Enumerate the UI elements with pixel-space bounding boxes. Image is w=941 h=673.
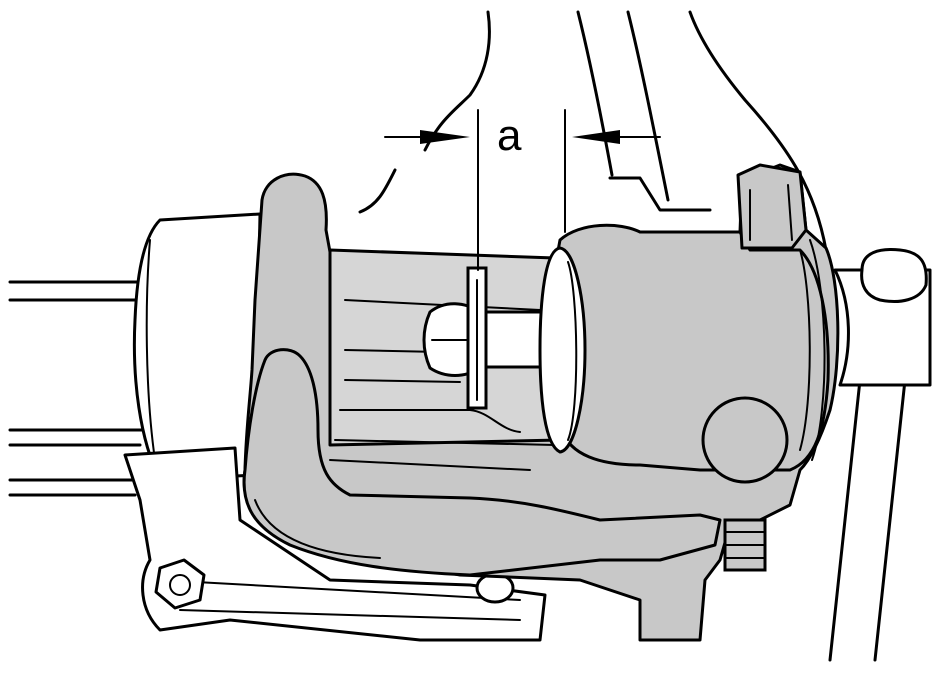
caliper-bracket (123, 446, 547, 642)
axle-shaft (8, 280, 162, 497)
dimension-a: a (384, 109, 661, 271)
shaft-stub (833, 248, 932, 387)
carrier-hook (242, 348, 722, 577)
measuring-gauge (466, 266, 488, 410)
bracket-bolt-left (154, 558, 206, 610)
cylinder-boss (701, 396, 789, 484)
caliper-ear (736, 163, 808, 250)
knuckle-outline (358, 10, 907, 662)
hub-housing (132, 212, 262, 482)
dimension-label-a: a (497, 111, 522, 160)
bleed-screw (723, 518, 767, 572)
